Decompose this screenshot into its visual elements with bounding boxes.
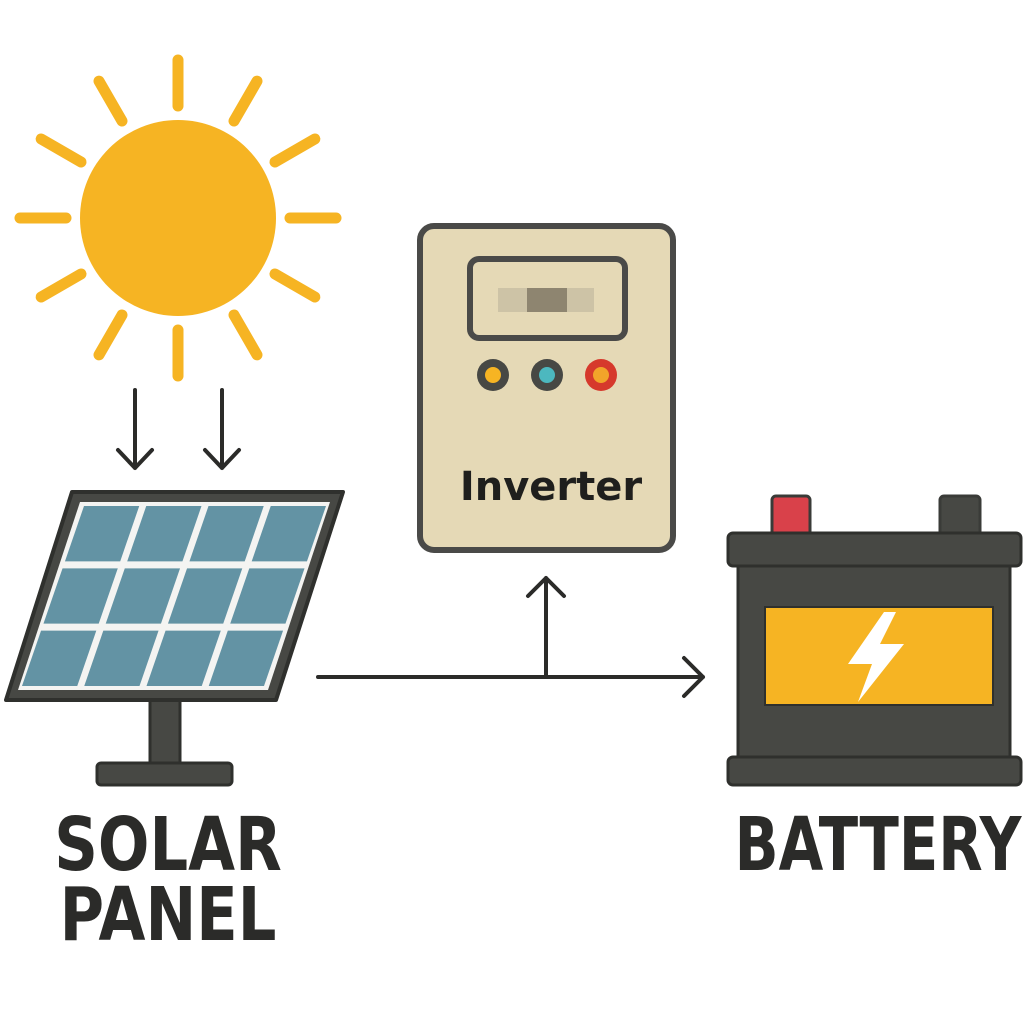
sun-ray — [35, 133, 87, 168]
battery-label: BATTERY — [735, 801, 1023, 888]
panel-stand-post — [148, 693, 182, 769]
sun-ray — [93, 75, 128, 127]
sun-ray — [35, 268, 87, 303]
arrow-right-icon — [316, 656, 705, 698]
positive-terminal — [770, 494, 812, 538]
panel-stand-base — [95, 761, 234, 787]
display-segment — [527, 288, 567, 312]
solar-panel — [4, 490, 345, 787]
sun-ray — [269, 268, 321, 303]
solar-cell — [84, 630, 159, 686]
panel-cells — [22, 506, 326, 686]
solar-label-line1: SOLAR — [54, 801, 282, 887]
solar-label-line2: PANEL — [60, 871, 277, 957]
solar-cell — [127, 506, 202, 562]
solar-cell — [64, 506, 140, 562]
solar-cell — [189, 506, 264, 562]
solar-cell — [208, 630, 284, 686]
sun-ray — [93, 309, 128, 361]
arrow-up-icon — [526, 576, 566, 679]
connection-arrows — [316, 576, 705, 698]
sun-ray — [228, 75, 263, 127]
display-segment — [498, 288, 528, 312]
inverter-button-yellow[interactable] — [477, 359, 509, 391]
sun-ray — [228, 309, 263, 361]
sunlight-arrows — [116, 388, 241, 470]
lightning-bolt-icon — [848, 612, 904, 702]
solar-cell — [146, 630, 221, 686]
battery-lid — [726, 531, 1023, 568]
battery — [726, 494, 1023, 787]
battery-base — [726, 755, 1023, 787]
inverter: Inverter — [417, 223, 676, 553]
sun-icon — [14, 54, 342, 382]
inverter-label: Inverter — [460, 464, 643, 510]
solar-cell — [167, 568, 243, 624]
solar-cell — [22, 630, 97, 686]
solar-cell — [105, 568, 181, 624]
solar-cell — [43, 568, 118, 624]
arrow-down-icon — [203, 388, 241, 470]
negative-terminal — [938, 494, 982, 538]
solar-cell — [251, 506, 326, 562]
display-segment — [567, 288, 594, 312]
solar-cell — [230, 568, 305, 624]
inverter-button-teal[interactable] — [531, 359, 563, 391]
arrow-down-icon — [116, 388, 154, 470]
inverter-button-red[interactable] — [585, 359, 617, 391]
sun-ray — [269, 133, 321, 168]
